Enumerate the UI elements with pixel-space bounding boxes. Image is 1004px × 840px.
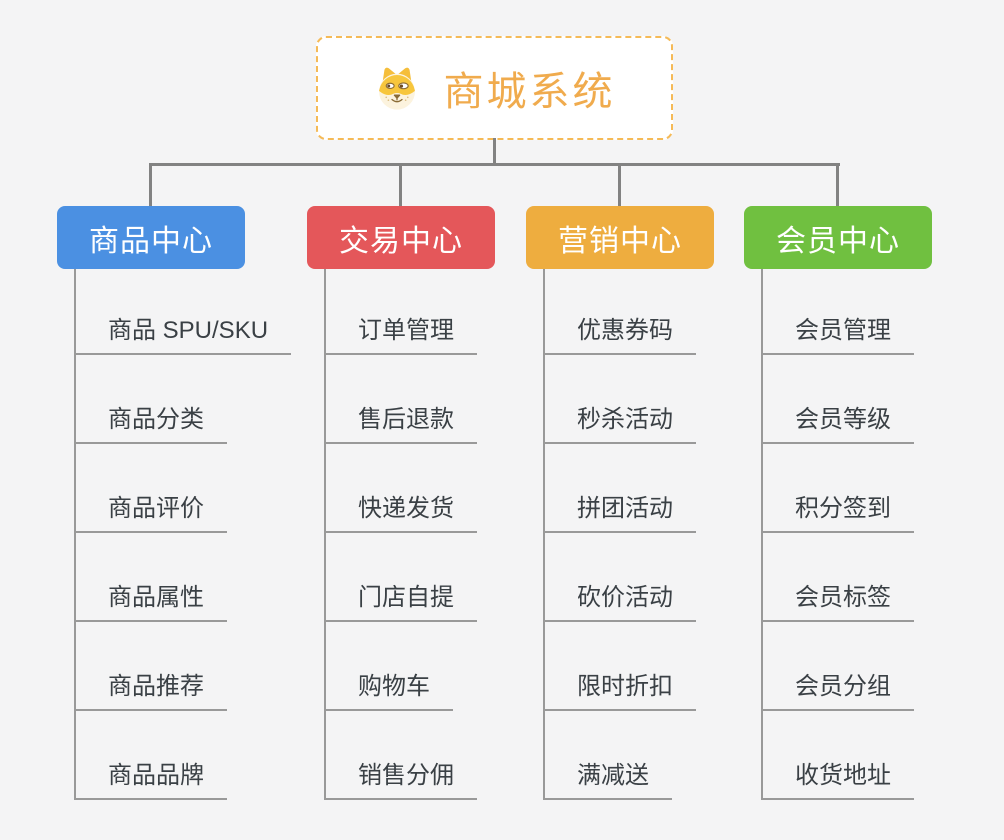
leaf-node[interactable]: 商品评价 [74,493,227,533]
branch-node-members[interactable]: 会员中心 [744,206,932,269]
branch-column-products: 商品中心 商品 SPU/SKU 商品分类 商品评价 商品属性 商品推荐 商品品牌 [57,163,292,806]
doge-icon [378,67,415,110]
leaf-node[interactable]: 收货地址 [761,760,914,800]
branch-label: 营销中心 [558,224,682,258]
leaf-node[interactable]: 会员分组 [761,671,914,711]
leaf-node[interactable]: 拼团活动 [543,493,696,533]
leaf-node[interactable]: 会员标签 [761,582,914,622]
leaf-node[interactable]: 优惠券码 [543,315,696,355]
root-title: 商城系统 [443,70,616,114]
leaf-node[interactable]: 会员等级 [761,404,914,444]
branch-column-members: 会员中心 会员管理 会员等级 积分签到 会员标签 会员分组 收货地址 [744,163,932,806]
leaf-node[interactable]: 购物车 [324,671,453,711]
branch-node-marketing[interactable]: 营销中心 [526,206,714,269]
leaf-node[interactable]: 秒杀活动 [543,404,696,444]
leaf-node[interactable]: 商品属性 [74,582,227,622]
leaf-node[interactable]: 商品推荐 [74,671,227,711]
trunk-connector [761,269,763,800]
branch-label: 交易中心 [339,224,463,258]
leaf-node[interactable]: 商品 SPU/SKU [74,315,292,355]
branch-label: 会员中心 [776,224,900,258]
leaf-node[interactable]: 门店自提 [324,582,477,622]
leaf-node[interactable]: 订单管理 [324,315,477,355]
trunk-connector [543,269,545,800]
branch-stem-connector [836,163,839,206]
branch-stem-connector [399,163,402,206]
root-node[interactable]: 商城系统 [316,36,673,140]
leaf-node[interactable]: 会员管理 [761,315,914,355]
branch-node-products[interactable]: 商品中心 [57,206,245,269]
trunk-connector [74,269,76,800]
branch-column-marketing: 营销中心 优惠券码 秒杀活动 拼团活动 砍价活动 限时折扣 满减送 [526,163,714,806]
leaf-node[interactable]: 满减送 [543,760,672,800]
leaf-node[interactable]: 积分签到 [761,493,914,533]
horizontal-connector [150,163,840,166]
leaf-node[interactable]: 商品分类 [74,404,227,444]
branch-column-trade: 交易中心 订单管理 售后退款 快递发货 门店自提 购物车 销售分佣 [307,163,495,806]
branch-stem-connector [149,163,152,206]
leaf-node[interactable]: 快递发货 [324,493,477,533]
leaf-node[interactable]: 销售分佣 [324,760,477,800]
branch-stem-connector [618,163,621,206]
root-stem-connector [493,138,496,166]
trunk-connector [324,269,326,800]
leaf-node[interactable]: 限时折扣 [543,671,696,711]
branch-label: 商品中心 [89,224,213,258]
leaf-node[interactable]: 砍价活动 [543,582,696,622]
leaf-node[interactable]: 商品品牌 [74,760,227,800]
branch-node-trade[interactable]: 交易中心 [307,206,495,269]
leaf-node[interactable]: 售后退款 [324,404,477,444]
